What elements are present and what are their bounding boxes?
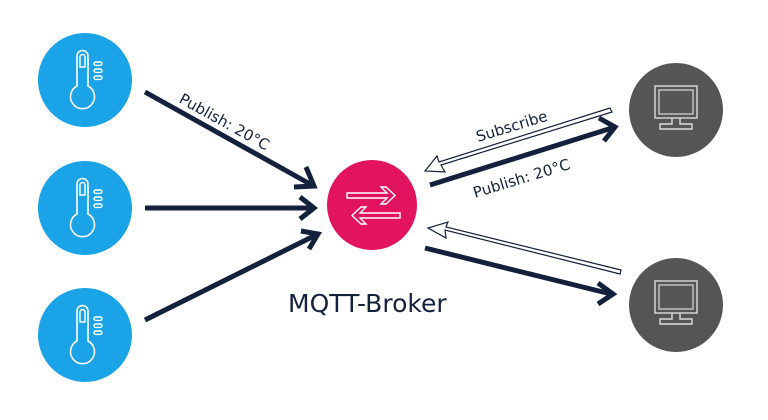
client-2 (629, 258, 723, 352)
client-circle (629, 63, 723, 157)
client-publish-label: Publish: 20°C (471, 155, 572, 202)
sensor-publish-label: Publish: 20°C (176, 90, 273, 154)
sensor-circle (38, 288, 132, 382)
arrowhead (293, 166, 318, 190)
sensor-3 (38, 288, 132, 382)
arrowhead (300, 228, 323, 251)
publish-arrow-sensor-3 (143, 232, 318, 323)
exchange-arrows-icon (346, 186, 401, 225)
publish-arrow-client-2 (424, 245, 612, 297)
subscribe-arrow-client-1 (423, 107, 613, 173)
broker-circle (327, 160, 417, 250)
sensor-2 (38, 161, 132, 255)
sensor-circle (38, 161, 132, 255)
publish-arrow-client-1 (429, 125, 613, 188)
broker-title: MQTT-Broker (288, 289, 447, 318)
publish-arrow-sensor-1 (143, 89, 312, 187)
client-circle (629, 258, 723, 352)
subscribe-arrow-client-2 (426, 221, 622, 275)
broker (327, 160, 417, 250)
arrowhead (298, 195, 319, 221)
sensor-1 (38, 33, 132, 127)
arrowhead (597, 115, 619, 143)
sensor-circle (38, 33, 132, 127)
client-1 (629, 63, 723, 157)
arrowhead (596, 280, 618, 307)
